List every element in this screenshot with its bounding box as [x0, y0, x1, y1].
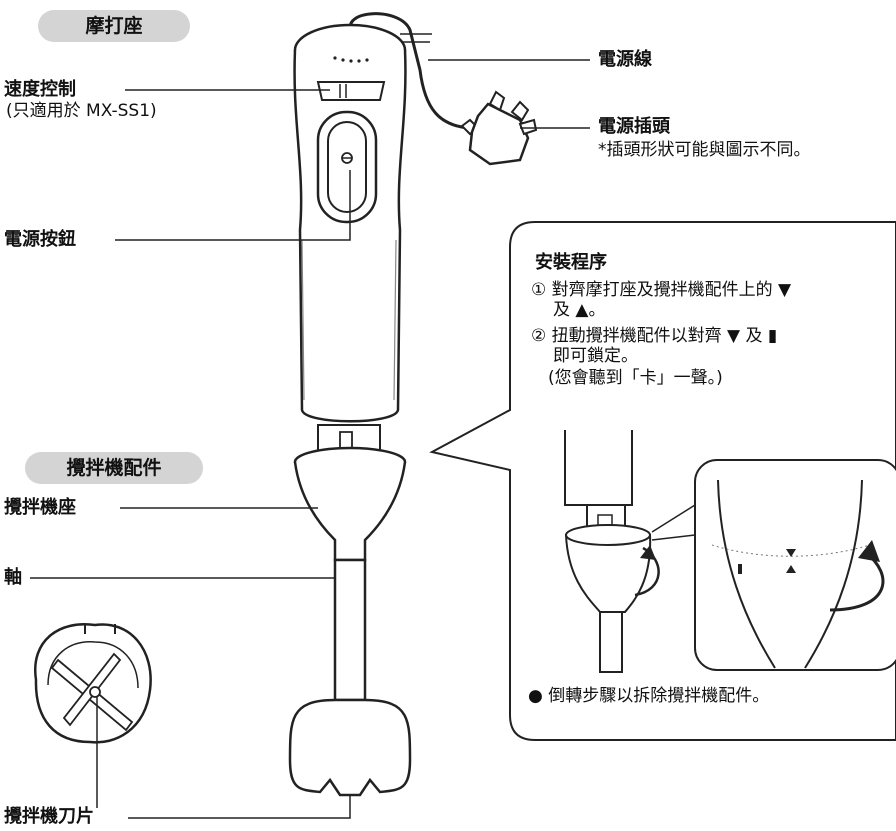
shaft-label: 軸 [4, 567, 22, 588]
blender-blade-label: 攪拌機刀片 [4, 806, 94, 827]
blender-attachment-section-label: 攪拌機配件 [25, 452, 203, 484]
blender-attachment [288, 446, 412, 797]
power-plug-note: *插頭形狀可能與圖示不同。 [598, 140, 811, 160]
power-cord-label: 電源線 [598, 49, 652, 70]
install-step1-line2: 及 ▲。 [553, 300, 606, 320]
remove-note: ● 倒轉步驟以拆除攪拌機配件。 [528, 686, 770, 706]
blender-blade-closeup [33, 623, 152, 744]
power-plug-label: 電源插頭 [598, 116, 670, 137]
install-step2-line2: 即可鎖定。 [553, 346, 638, 366]
install-step1-line1: ① 對齊摩打座及攪拌機配件上的 ▼ [531, 280, 792, 300]
install-box-title: 安裝程序 [535, 252, 607, 273]
install-step2-line1: ② 扭動攪拌機配件以對齊 ▼ 及 ▮ [531, 326, 778, 346]
blender-base-label: 攪拌機座 [4, 497, 76, 518]
speed-control-note: (只適用於 MX-SS1) [6, 101, 157, 121]
speed-control-label: 速度控制 [4, 79, 76, 100]
power-cord [348, 12, 469, 130]
power-plug-icon [460, 90, 538, 166]
install-step2-line3: (您會聽到「卡」一聲。) [548, 368, 723, 388]
install-zoom-inset [694, 459, 896, 671]
motor-unit-section-label: 摩打座 [38, 10, 190, 42]
power-button-label: 電源按鈕 [4, 229, 76, 250]
install-step-illustration [564, 430, 696, 673]
